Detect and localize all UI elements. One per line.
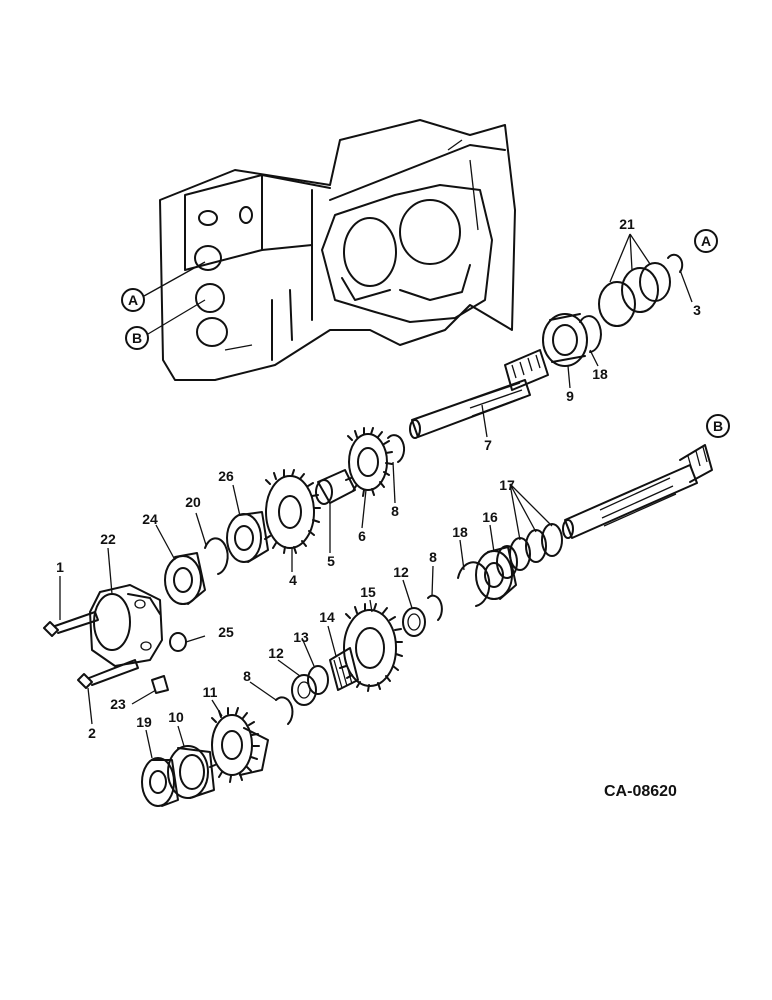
transmission-housing: [159, 119, 516, 381]
label-part-14: 14: [319, 609, 335, 625]
label-part-24: 24: [142, 511, 158, 527]
label-part-17: 17: [499, 477, 515, 493]
label-part-20: 20: [185, 494, 201, 510]
drawing-code: CA-08620: [604, 783, 677, 800]
svg-text:A: A: [128, 292, 138, 308]
lower-shaft-assembly: [141, 444, 713, 807]
callout-a-housing: A: [121, 261, 206, 312]
callout-b-shaft: B: [706, 414, 730, 438]
label-part-12-upper: 12: [393, 564, 409, 580]
label-part-15: 15: [360, 584, 376, 600]
label-part-22: 22: [100, 531, 116, 547]
label-part-13: 13: [293, 629, 309, 645]
label-part-8-upper: 8: [391, 503, 399, 519]
callout-a-clip: A: [694, 229, 718, 253]
label-part-5: 5: [327, 553, 335, 569]
svg-text:A: A: [701, 233, 711, 249]
label-part-8-lower: 8: [243, 668, 251, 684]
label-part-8-middle: 8: [429, 549, 437, 565]
label-part-3: 3: [693, 302, 701, 318]
gear-11: [209, 707, 269, 783]
label-part-6: 6: [358, 528, 366, 544]
label-part-2: 2: [88, 725, 96, 741]
label-part-11: 11: [203, 684, 218, 700]
label-part-16: 16: [482, 509, 498, 525]
label-part-7: 7: [484, 437, 492, 453]
gear-6: [345, 427, 393, 497]
label-part-21: 21: [619, 216, 635, 232]
label-part-10: 10: [168, 709, 184, 725]
gear-4: [264, 469, 321, 554]
svg-text:B: B: [713, 418, 723, 434]
part-labels: 1 22 2 23 25 24 20 26 4 5 6 8 7 9 18 3 2…: [56, 216, 701, 741]
label-part-23: 23: [110, 696, 126, 712]
label-part-1: 1: [56, 559, 64, 575]
label-part-12-lower: 12: [268, 645, 284, 661]
label-part-19: 19: [136, 714, 152, 730]
label-part-26: 26: [218, 468, 234, 484]
label-part-4: 4: [289, 572, 297, 588]
label-part-9: 9: [566, 388, 574, 404]
leader-lines: [59, 233, 693, 759]
label-part-18-lower: 18: [452, 524, 468, 540]
svg-text:B: B: [132, 330, 142, 346]
upper-shaft-assembly: [164, 253, 684, 605]
label-part-18-upper: 18: [592, 366, 608, 382]
cover-assembly: [43, 584, 187, 694]
label-part-25: 25: [218, 624, 234, 640]
callout-b-housing: B: [125, 299, 206, 350]
